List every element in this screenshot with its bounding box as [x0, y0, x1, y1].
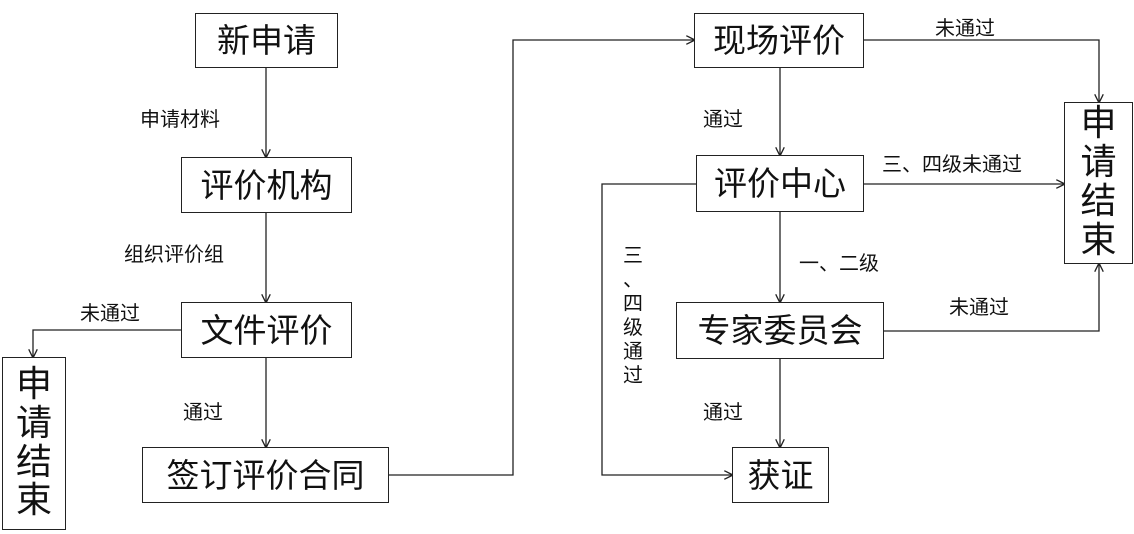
end-right-char-2: 请 — [1080, 142, 1117, 184]
node-end-left: 申 请 结 束 — [2, 357, 66, 530]
node-evaluation-agency: 评价机构 — [181, 157, 352, 213]
end-left-char-4: 束 — [15, 480, 52, 522]
label-committee-pass: 通过 — [703, 400, 743, 424]
label-committee-fail: 未通过 — [949, 295, 1009, 319]
arrow-committee-fail-to-end — [884, 264, 1099, 332]
level34-pass-char-6: 过 — [623, 363, 643, 387]
node-expert-committee: 专家委员会 — [676, 302, 884, 359]
level34-pass-char-3: 四 — [623, 291, 643, 315]
label-document-fail: 未通过 — [80, 301, 140, 325]
arrow-contract-to-site — [389, 40, 694, 476]
node-new-application: 新申请 — [195, 13, 338, 68]
end-left-char-1: 申 — [15, 363, 52, 405]
label-center-level12: 一、二级 — [799, 251, 879, 275]
label-site-fail: 未通过 — [935, 16, 995, 40]
level34-pass-char-5: 通 — [623, 339, 643, 363]
node-certified: 获证 — [732, 447, 829, 503]
end-left-char-2: 请 — [15, 402, 52, 444]
end-right-char-1: 申 — [1080, 103, 1117, 145]
end-right-char-4: 束 — [1080, 219, 1117, 261]
label-document-pass: 通过 — [183, 400, 223, 424]
level34-pass-char-4: 级 — [623, 315, 643, 339]
label-site-pass: 通过 — [703, 107, 743, 131]
node-end-right: 申 请 结 束 — [1064, 102, 1133, 264]
arrow-document-fail-to-end — [33, 329, 182, 357]
end-right-char-3: 结 — [1080, 181, 1117, 222]
node-sign-contract: 签订评价合同 — [142, 447, 389, 503]
node-site-evaluation: 现场评价 — [694, 13, 864, 68]
label-center-level34-fail: 三、四级未通过 — [882, 152, 1022, 176]
arrow-center-to-certified — [601, 183, 732, 475]
label-center-level34-pass: 三 、 四 级 通 过 — [623, 243, 643, 387]
node-document-review: 文件评价 — [181, 302, 352, 358]
level34-pass-char-2: 、 — [623, 267, 643, 291]
end-left-char-3: 结 — [15, 441, 52, 483]
label-organize-team: 组织评价组 — [124, 242, 224, 266]
node-evaluation-center: 评价中心 — [696, 155, 864, 212]
label-application-materials: 申请材料 — [140, 107, 220, 131]
arrow-site-fail-to-end — [864, 39, 1099, 102]
level34-pass-char-1: 三 — [623, 243, 643, 267]
